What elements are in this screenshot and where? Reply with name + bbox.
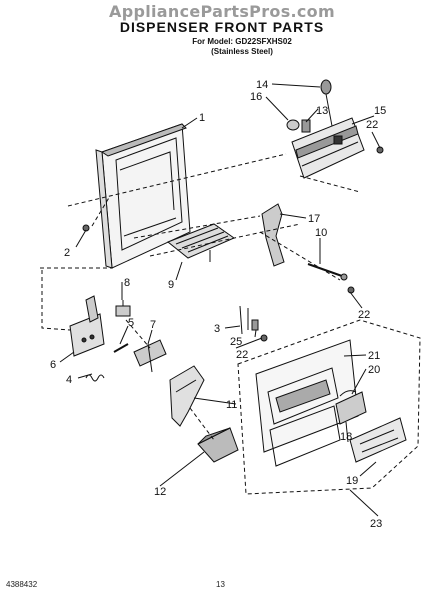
callout-22-middle: 22 — [358, 309, 370, 321]
part-housing-frame — [95, 123, 191, 269]
assembly-outline-23 — [237, 319, 421, 495]
part-shaft-10 — [307, 263, 348, 281]
callout-5: 5 — [128, 317, 134, 329]
part-rod-5 — [113, 343, 129, 353]
callout-25: 25 — [230, 336, 242, 348]
callout-23: 23 — [370, 518, 382, 530]
callout-22-lower: 22 — [236, 349, 248, 361]
part-front-panel-21 — [255, 339, 359, 467]
callout-8: 8 — [124, 277, 130, 289]
callout-15: 15 — [374, 105, 386, 117]
part-25 — [251, 319, 259, 331]
page-title: DISPENSER FRONT PARTS — [119, 19, 325, 35]
part-keypad-19 — [349, 417, 407, 463]
leader-lines — [59, 83, 381, 517]
callout-4: 4 — [66, 374, 72, 386]
callout-10: 10 — [315, 227, 327, 239]
part-lever-17 — [261, 203, 285, 267]
part-16 — [286, 119, 300, 131]
callout-13: 13 — [316, 105, 328, 117]
callout-18: 18 — [340, 431, 352, 443]
part-pin-3 — [239, 305, 249, 335]
callout-9: 9 — [168, 279, 174, 291]
callout-12: 12 — [154, 486, 166, 498]
callout-7: 7 — [150, 319, 156, 331]
part-cup-12 — [197, 427, 239, 463]
page-number: 13 — [216, 580, 225, 589]
part-13 — [301, 119, 311, 133]
callout-22-top: 22 — [366, 119, 378, 131]
part-control-board-20 — [335, 390, 367, 425]
document-number: 4388432 — [6, 580, 38, 589]
part-lever-14 — [320, 79, 333, 127]
part-clip-7 — [133, 339, 167, 373]
model-subtitle: For Model: GD22SFXHS02 — [192, 37, 292, 46]
part-bracket-6 — [69, 295, 105, 357]
callout-1: 1 — [199, 112, 205, 124]
callout-3: 3 — [214, 323, 220, 335]
callout-2: 2 — [64, 247, 70, 259]
callout-11: 11 — [226, 399, 237, 411]
callout-21: 21 — [368, 350, 380, 362]
part-spring-4 — [85, 374, 105, 382]
callout-labels: 1 2 3 4 5 6 7 8 9 10 11 12 13 14 15 16 1… — [50, 79, 386, 530]
part-funnel-11 — [169, 365, 205, 427]
watermark: AppliancePartsPros.com — [109, 2, 335, 21]
part-actuator-housing — [291, 117, 365, 179]
callout-16: 16 — [250, 91, 262, 103]
callout-17: 17 — [308, 213, 320, 225]
screws — [82, 146, 384, 342]
alignment-lines — [40, 153, 361, 441]
callout-6: 6 — [50, 359, 56, 371]
callout-20: 20 — [368, 364, 380, 376]
part-solenoid-8 — [115, 300, 131, 317]
callout-19: 19 — [346, 475, 358, 487]
callout-14: 14 — [256, 79, 268, 91]
finish-subtitle: (Stainless Steel) — [211, 47, 273, 56]
